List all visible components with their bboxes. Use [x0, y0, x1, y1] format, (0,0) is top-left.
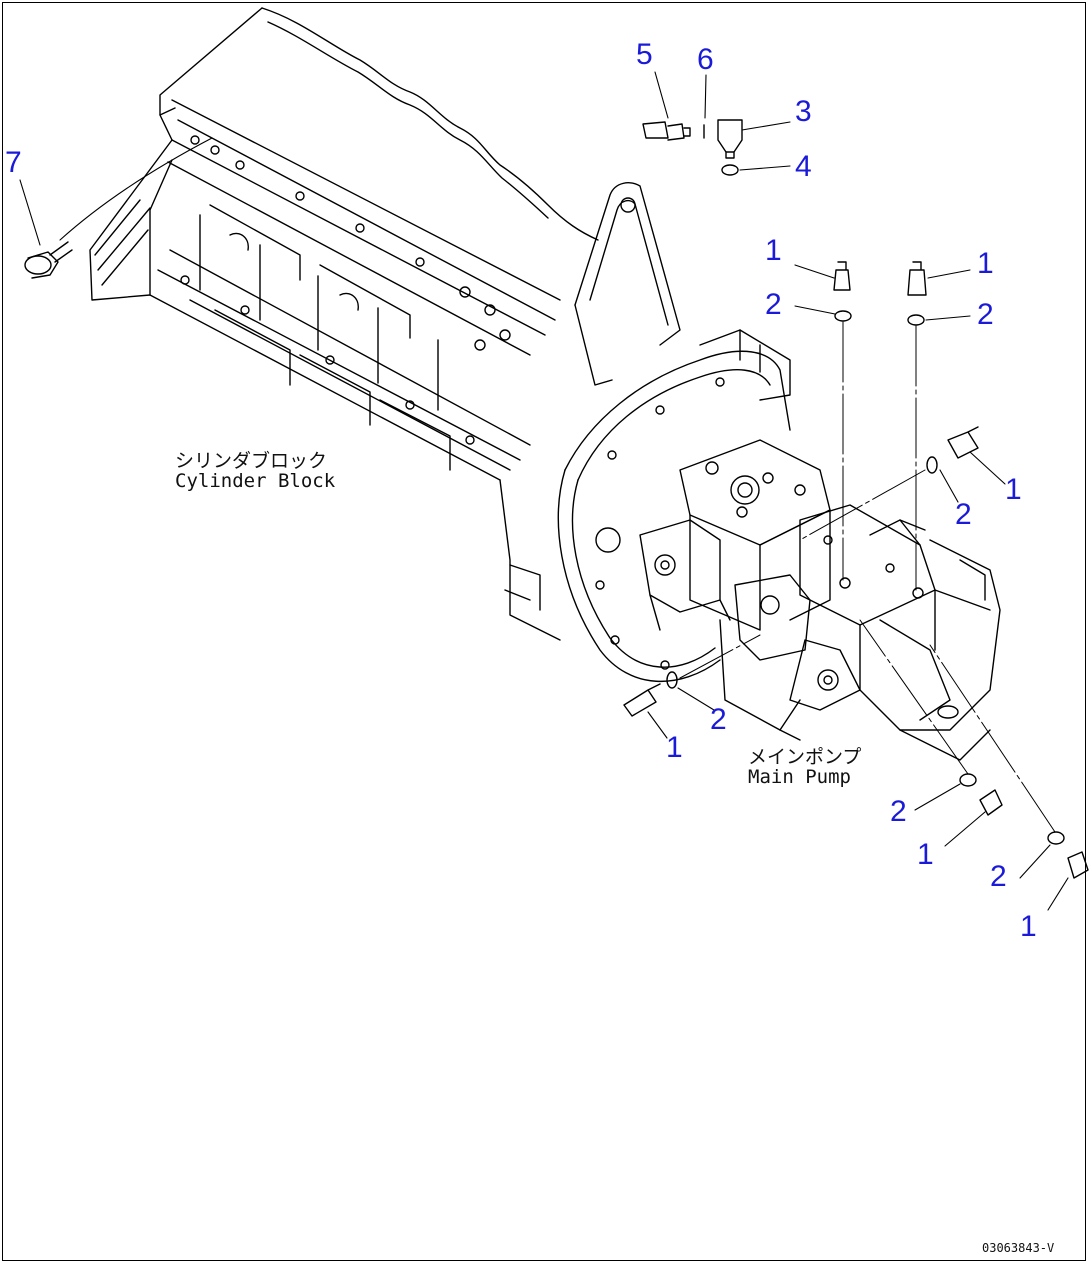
callout-1: 1 — [917, 838, 934, 871]
callout-2: 2 — [890, 795, 907, 828]
lifting-bracket-drawing — [574, 182, 681, 386]
callout-2: 2 — [710, 703, 727, 736]
callout-3: 3 — [795, 95, 812, 128]
main-pump-drawing — [639, 439, 1001, 761]
callout-5: 5 — [636, 38, 653, 71]
item-7-part — [24, 241, 73, 279]
item-4-part — [721, 164, 739, 176]
callout-2: 2 — [977, 298, 994, 331]
callout-1: 1 — [1020, 910, 1037, 943]
item-2-parts — [666, 310, 1065, 845]
callout-2: 2 — [955, 498, 972, 531]
main-pump-label-en: Main Pump — [748, 766, 851, 788]
main-pump-label-jp: メインポンプ — [748, 746, 862, 768]
item-5-part — [642, 121, 691, 141]
callout-6: 6 — [697, 43, 714, 76]
callout-7: 7 — [5, 146, 22, 179]
installation-lines — [679, 321, 1056, 833]
item-1-parts — [623, 261, 1089, 879]
cylinder-block-label-jp: シリンダブロック — [175, 450, 328, 472]
cylinder-block-label-en: Cylinder Block — [175, 470, 336, 492]
callout-2: 2 — [765, 288, 782, 321]
cylinder-block-drawing — [89, 7, 599, 641]
item-3-part — [717, 119, 743, 159]
callout-1: 1 — [1005, 473, 1022, 506]
leader-lines — [19, 71, 1069, 911]
callout-1: 1 — [977, 247, 994, 280]
flywheel-housing-drawing — [557, 329, 791, 683]
callout-1: 1 — [666, 731, 683, 764]
callout-1: 1 — [765, 234, 782, 267]
callout-4: 4 — [795, 150, 812, 183]
drawing-code: 03063843-V — [982, 1241, 1055, 1255]
callout-2: 2 — [990, 860, 1007, 893]
